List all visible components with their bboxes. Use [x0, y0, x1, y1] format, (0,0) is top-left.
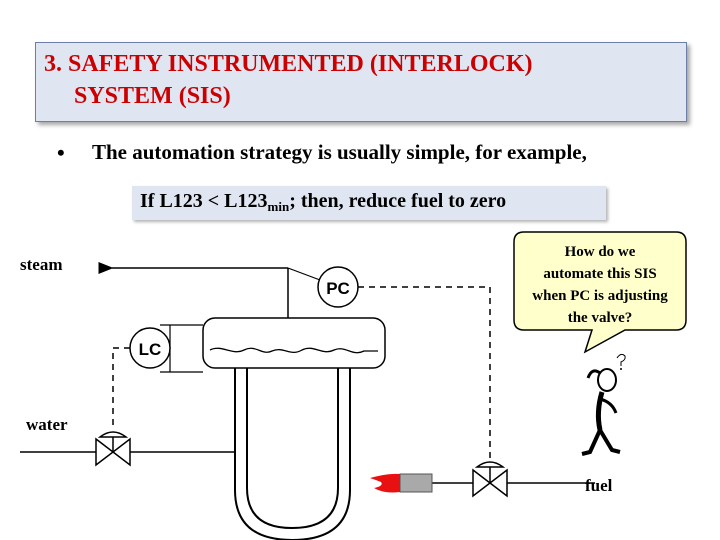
furnace-tube-inner — [246, 368, 339, 530]
callout-bubble — [513, 231, 687, 354]
fuel-valve — [472, 461, 508, 498]
bullet-symbol: • — [57, 140, 65, 165]
callout-line-4: the valve? — [568, 310, 633, 326]
lc-signal-line — [112, 347, 130, 430]
water-label: water — [26, 415, 68, 434]
pc-sensor-line — [287, 267, 321, 281]
bullet-text: The automation strategy is usually simpl… — [92, 140, 587, 164]
title-line-2: SYSTEM (SIS) — [74, 83, 231, 109]
lc-label: LC — [139, 340, 162, 359]
rule-suffix: ; then, reduce fuel to zero — [289, 190, 507, 212]
furnace-tube-outer — [234, 368, 351, 540]
burner — [399, 473, 433, 493]
steam-label: steam — [20, 255, 62, 274]
water-level-wave — [209, 347, 378, 354]
rule-box: If L123 < L123min; then, reduce fuel to … — [132, 186, 606, 220]
rule-prefix: If L123 < L123 — [140, 190, 268, 212]
rule-subscript: min — [267, 199, 290, 214]
pc-controller-bubble — [317, 266, 359, 308]
pc-label: PC — [326, 279, 350, 298]
fuel-label: fuel — [585, 476, 613, 495]
lc-controller-bubble — [129, 327, 171, 369]
steam-drum — [202, 317, 386, 369]
water-valve — [95, 431, 131, 467]
flame-icon — [370, 473, 400, 493]
callout-line-3: when PC is adjusting — [532, 288, 668, 304]
confused-stick-figure-icon — [581, 353, 626, 456]
title-line-1: 3. SAFETY INSTRUMENTED (INTERLOCK) — [44, 51, 533, 77]
callout-line-2: automate this SIS — [543, 266, 656, 282]
title-box: 3. SAFETY INSTRUMENTED (INTERLOCK) SYSTE… — [35, 42, 687, 122]
pc-signal-line — [358, 286, 491, 460]
callout-line-1: How do we — [565, 244, 636, 260]
rule-text: If L123 < L123min; then, reduce fuel to … — [140, 190, 506, 215]
